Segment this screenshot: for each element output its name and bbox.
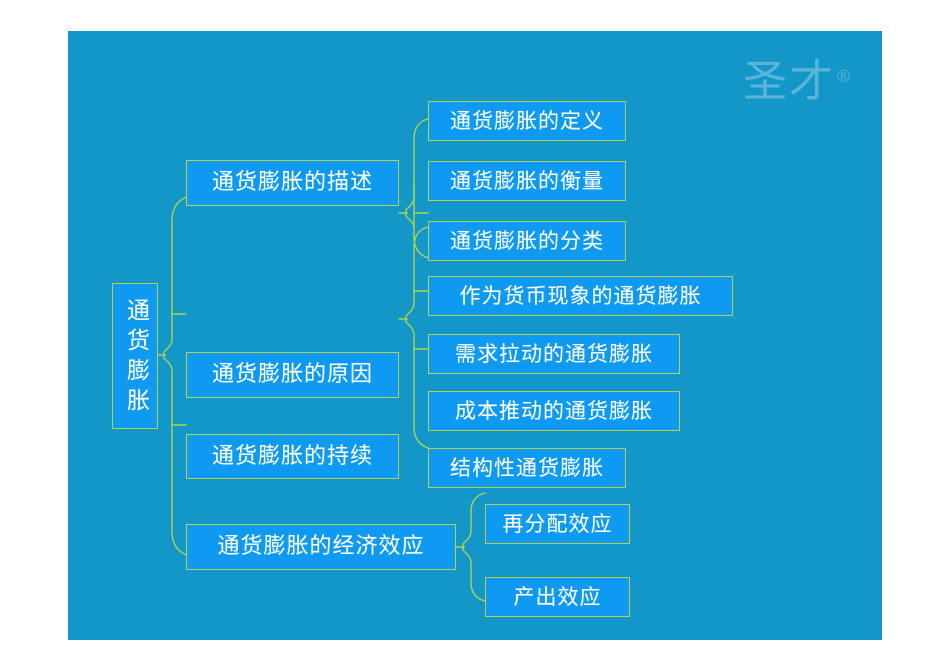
leaf-node-redistribution-effect[interactable]: 再分配效应 bbox=[485, 504, 630, 544]
root-node-inflation[interactable]: 通货膨胀 bbox=[112, 283, 158, 429]
leaf-node-inflation-measurement[interactable]: 通货膨胀的衡量 bbox=[428, 161, 626, 201]
branch-node-economic-effects[interactable]: 通货膨胀的经济效应 bbox=[186, 524, 456, 570]
mindmap-canvas: 通货膨胀 通货膨胀的描述 通货膨胀的原因 通货膨胀的持续 通货膨胀的经济效应 通… bbox=[68, 31, 882, 640]
leaf-node-monetary-phenomenon-inflation[interactable]: 作为货币现象的通货膨胀 bbox=[428, 276, 733, 316]
registered-trademark-icon: ® bbox=[835, 66, 854, 87]
leaf-node-inflation-classification[interactable]: 通货膨胀的分类 bbox=[428, 221, 626, 261]
watermark-text: 圣才 bbox=[743, 56, 835, 107]
branch-node-causes[interactable]: 通货膨胀的原因 bbox=[186, 352, 399, 398]
leaf-node-demand-pull-inflation[interactable]: 需求拉动的通货膨胀 bbox=[428, 334, 680, 374]
leaf-node-inflation-definition[interactable]: 通货膨胀的定义 bbox=[428, 101, 626, 141]
brand-watermark: 圣才® bbox=[734, 41, 854, 113]
leaf-node-output-effect[interactable]: 产出效应 bbox=[485, 577, 630, 617]
branch-node-description[interactable]: 通货膨胀的描述 bbox=[186, 160, 399, 206]
leaf-node-cost-push-inflation[interactable]: 成本推动的通货膨胀 bbox=[428, 391, 680, 431]
branch-node-persistence[interactable]: 通货膨胀的持续 bbox=[186, 434, 399, 479]
leaf-node-structural-inflation[interactable]: 结构性通货膨胀 bbox=[428, 448, 626, 488]
